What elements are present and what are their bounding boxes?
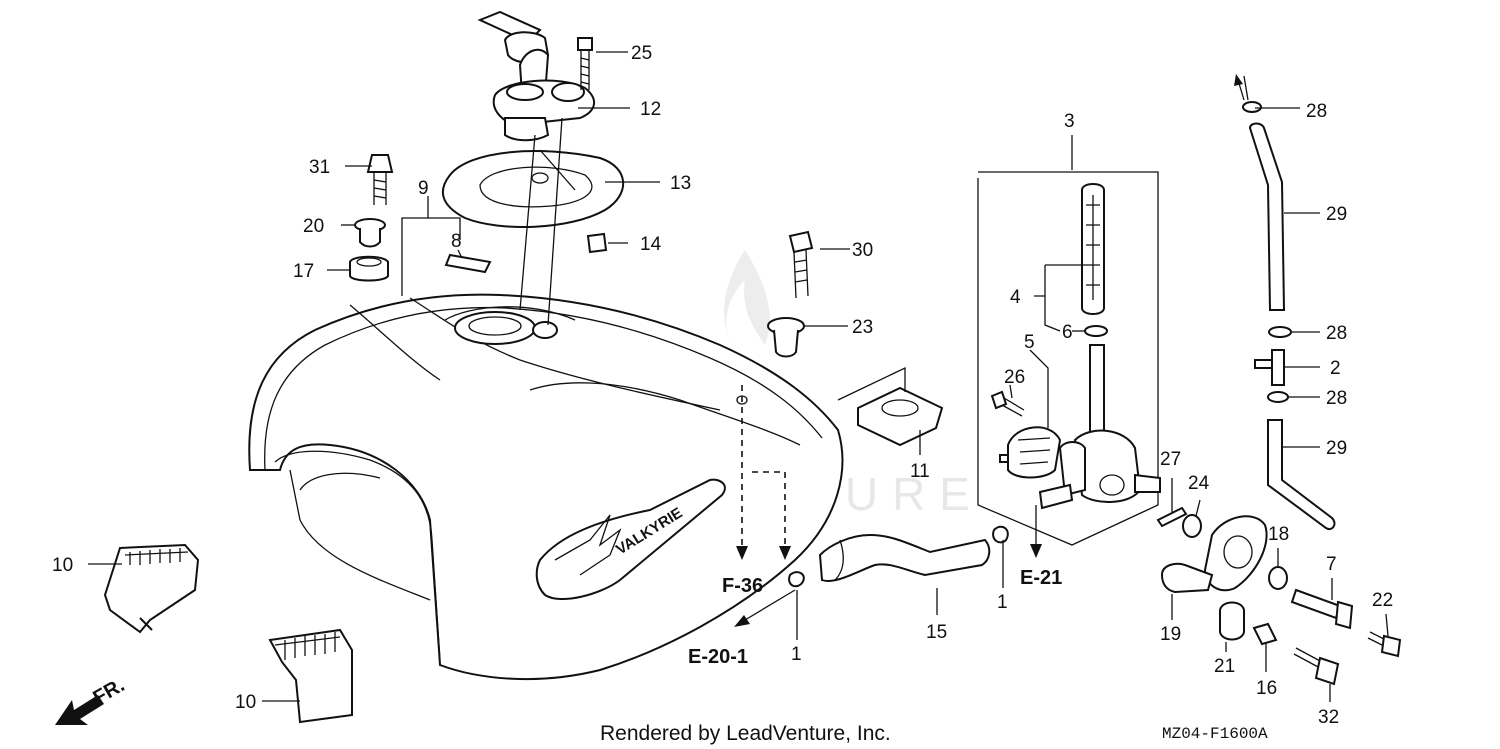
callout-32: 32 [1318,707,1339,728]
callout-21: 21 [1214,656,1235,677]
fuel-hose-15[interactable] [818,533,991,582]
callout-28-top: 28 [1306,101,1327,122]
callout-5: 5 [1024,332,1035,353]
cushion-14[interactable] [586,232,608,254]
side-cover-10-upper[interactable] [103,543,200,634]
callout-4: 4 [1010,287,1021,308]
callout-26: 26 [1004,367,1025,388]
side-cover-10-lower[interactable] [268,628,353,724]
collar-20[interactable] [354,218,386,248]
fuel-tank[interactable]: VALKYRIE [248,293,844,681]
callout-28-mid: 28 [1326,323,1347,344]
callout-10-upper: 10 [52,555,73,576]
bolt-7[interactable] [1290,588,1354,630]
joint-2[interactable] [1254,349,1285,386]
callout-27: 27 [1160,449,1181,470]
callout-22: 22 [1372,590,1393,611]
callout-6: 6 [1062,322,1073,343]
rubber-mount-17[interactable] [349,255,389,282]
callout-11: 11 [910,461,930,482]
bracket-9[interactable] [401,217,461,296]
clip-28-low[interactable] [1267,391,1289,403]
callout-20: 20 [303,216,324,237]
breather-tube-29-upper[interactable] [1248,122,1286,311]
callout-2: 2 [1330,358,1341,379]
callout-25: 25 [631,43,652,64]
callout-16: 16 [1256,678,1277,699]
callout-numbers: 25 12 13 14 31 9 20 8 17 30 23 11 10 10 … [52,43,1393,728]
clip-1-right[interactable] [992,525,1009,544]
ref-e-20-1: E-20-1 [688,646,748,668]
breather-tube-29-lower[interactable] [1267,419,1336,530]
reference-arrows [734,74,1245,627]
bolt-32[interactable] [1293,647,1340,686]
callout-17: 17 [293,261,314,282]
label-8[interactable] [444,253,492,274]
callout-13: 13 [670,173,691,194]
cushion-23[interactable] [767,317,805,358]
callout-28-low: 28 [1326,388,1347,409]
callout-23: 23 [852,317,873,338]
callout-1-left: 1 [791,644,802,665]
callout-29-upper: 29 [1326,204,1347,225]
callout-24: 24 [1188,473,1210,494]
filler-recess[interactable] [441,150,625,228]
grommet-18[interactable] [1268,566,1288,590]
callout-19: 19 [1160,624,1181,645]
callout-1-right: 1 [997,592,1008,613]
callout-30: 30 [852,240,873,261]
footer-credit: Rendered by LeadVenture, Inc. [600,722,891,745]
callout-7: 7 [1326,554,1337,575]
clip-28-mid[interactable] [1268,326,1292,338]
callout-3: 3 [1064,111,1075,132]
screw-26[interactable] [990,390,1025,417]
washer-24[interactable] [1182,514,1202,538]
ref-e-21: E-21 [1020,567,1062,589]
fuel-strainer-4[interactable] [1081,183,1105,315]
callout-10-lower: 10 [235,692,256,713]
bolt-30[interactable] [788,230,814,299]
reference-labels: F-36 E-20-1 E-21 [688,567,1062,668]
callout-15: 15 [926,622,947,643]
cover-19[interactable] [1160,515,1268,594]
callout-18: 18 [1268,524,1289,545]
o-ring-6[interactable] [1084,325,1108,337]
callout-29-lower: 29 [1326,438,1347,459]
callout-12: 12 [640,99,661,120]
pin-27[interactable] [1156,506,1188,528]
ref-f-36: F-36 [722,575,763,597]
clip-28-top[interactable] [1242,101,1262,113]
tank-mount-11[interactable] [837,366,944,447]
filler-cap-assembly[interactable] [477,10,595,142]
collar-16[interactable] [1252,622,1278,646]
valve-lever-5[interactable] [999,426,1062,479]
clip-1-left[interactable] [788,571,805,588]
callout-9: 9 [418,178,429,199]
screw-22[interactable] [1367,631,1402,658]
leader-lines [88,51,1389,702]
grommet-21[interactable] [1219,601,1245,641]
front-direction-arrow: FR. [55,674,128,725]
callout-14: 14 [640,234,662,255]
callout-31: 31 [309,157,330,178]
fuel-valve[interactable] [1038,344,1161,510]
bolt-31[interactable] [366,154,394,205]
drawing-code: MZ04-F1600A [1162,725,1268,743]
callout-8: 8 [451,231,462,252]
